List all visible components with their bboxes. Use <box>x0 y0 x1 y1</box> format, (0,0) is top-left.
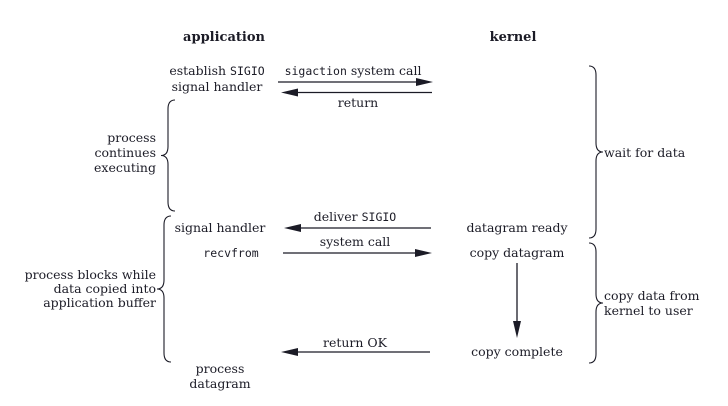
sigaction-code-text: sigaction <box>284 64 347 78</box>
copy-datagram-label: copy datagram <box>469 245 565 260</box>
deliver-sigio-label: deliver SIGIO <box>314 209 396 225</box>
recvfrom-label: recvfrom <box>203 246 259 260</box>
copy-complete-label: copy complete <box>471 344 563 359</box>
copy-data-brace <box>588 242 604 364</box>
process-blocks-line1: process blocks while <box>24 267 156 282</box>
return-ok-label: return OK <box>322 335 388 350</box>
sigio-code-text: SIGIO <box>230 64 265 78</box>
deliver-prefix-text: deliver <box>313 209 362 224</box>
sigaction-arrow-right <box>278 78 433 86</box>
sigaction-rest-text: system call <box>346 63 422 78</box>
sigaction-system-call-label: sigaction system call <box>285 63 422 79</box>
system-call-label: system call <box>319 234 391 249</box>
process-blocks-brace <box>156 215 172 363</box>
establish-line1: establish SIGIO <box>169 63 264 79</box>
process-continues-line2: continues <box>94 145 156 160</box>
establish-line2: signal handler <box>171 79 263 94</box>
kernel-column-header: kernel <box>489 30 537 45</box>
process-continues-brace <box>160 99 176 212</box>
process-datagram-label: process datagram <box>189 361 250 391</box>
copy-data-line1: copy data from <box>604 288 700 303</box>
process-datagram-line2: datagram <box>189 376 251 391</box>
process-continues-line3: executing <box>94 160 156 175</box>
establish-prefix-text: establish <box>169 63 231 78</box>
process-datagram-line1: process <box>195 361 245 376</box>
process-blocks-line3: application buffer <box>43 295 156 310</box>
system-call-arrow-right <box>283 249 432 257</box>
return-label: return <box>337 95 379 110</box>
deliver-sigio-arrow-left <box>284 224 431 232</box>
return-ok-arrow-left <box>281 348 430 356</box>
wait-for-data-brace <box>588 65 604 239</box>
deliver-sigio-code-text: SIGIO <box>361 210 397 224</box>
process-continues-label: process continues executing <box>94 130 156 175</box>
return-arrow-left <box>281 88 432 97</box>
process-blocks-line2: data copied into <box>53 281 156 296</box>
copy-data-label: copy data from kernel to user <box>604 288 699 318</box>
wait-for-data-label: wait for data <box>604 145 686 160</box>
establish-sigio-label: establish SIGIO signal handler <box>169 63 264 94</box>
signal-handler-label: signal handler <box>174 220 266 235</box>
datagram-ready-label: datagram ready <box>466 220 568 235</box>
application-column-header: application <box>183 30 265 45</box>
process-blocks-label: process blocks while data copied into ap… <box>25 268 156 310</box>
copy-progress-arrow-down <box>513 263 521 338</box>
copy-data-line2: kernel to user <box>604 303 693 318</box>
process-continues-line1: process <box>107 130 156 145</box>
